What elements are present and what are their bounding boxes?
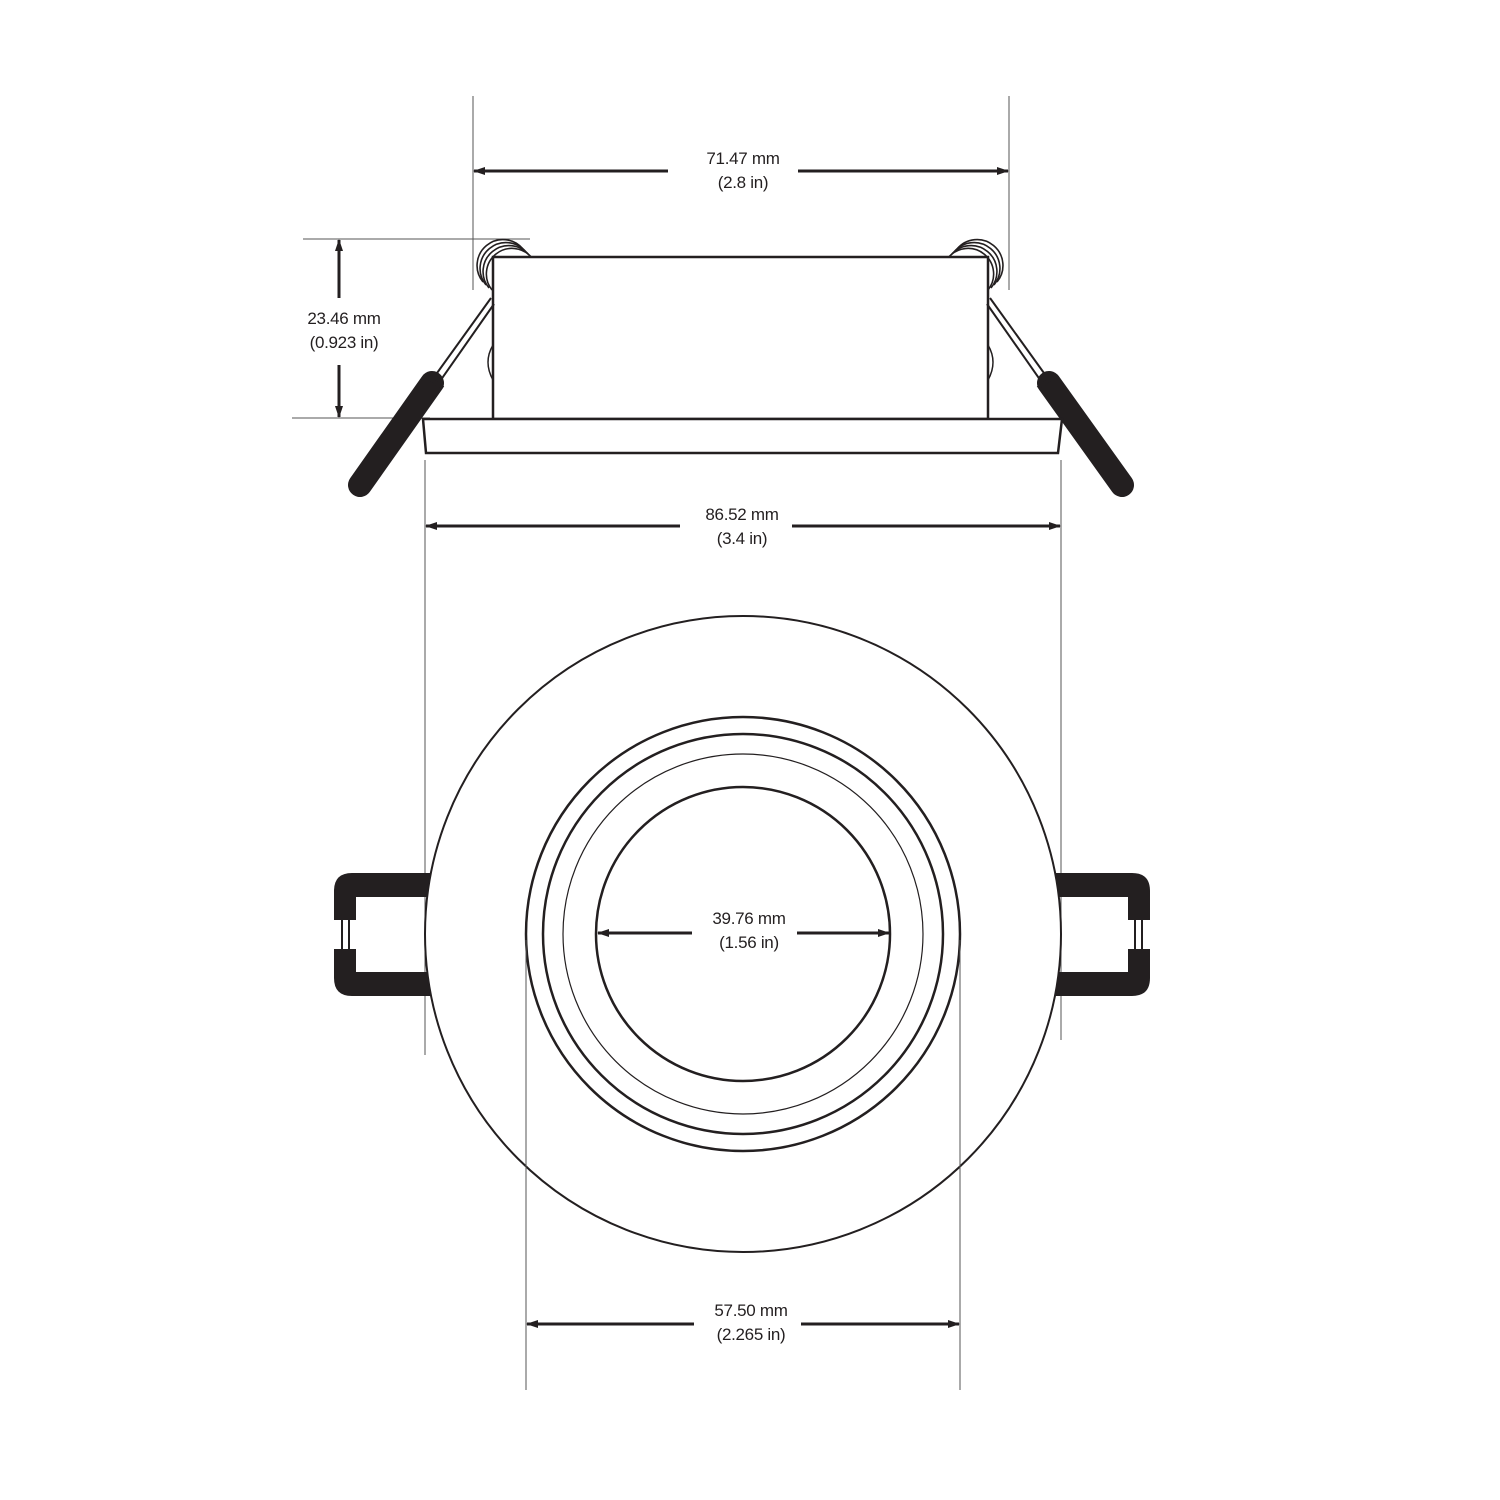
cutout-diameter-mm: 57.50 mm: [714, 1301, 788, 1320]
mounting-clip-right: [1054, 873, 1150, 996]
housing-bump-left: [487, 344, 494, 381]
trim-outer-circle: [424, 615, 1062, 1253]
aperture-circle: [594, 785, 892, 1083]
spring-arm-right: [986, 297, 1134, 497]
spring-arm-left: [348, 297, 495, 497]
trim-diameter-in: (3.4 in): [716, 529, 768, 548]
spring-coil-left: [476, 238, 533, 291]
housing-width-in: (2.8 in): [717, 173, 769, 192]
height-in: (0.923 in): [309, 333, 379, 352]
aperture-diameter-mm: 39.76 mm: [712, 909, 786, 928]
cutout-ring-inner: [541, 732, 945, 1136]
aperture-diameter-label: 39.76 mm (1.56 in): [688, 907, 810, 955]
mounting-clip-left: [334, 873, 432, 996]
housing-bump-right: [987, 344, 994, 381]
housing-width-mm: 71.47 mm: [706, 149, 780, 168]
side-view: [292, 96, 1134, 497]
trim-diameter-mm: 86.52 mm: [705, 505, 779, 524]
aperture-diameter-in: (1.56 in): [719, 933, 779, 952]
cutout-ring-outer: [524, 715, 962, 1153]
height-label: 23.46 mm (0.923 in): [288, 307, 400, 355]
height-mm: 23.46 mm: [307, 309, 381, 328]
housing-width-label: 71.47 mm (2.8 in): [684, 147, 802, 195]
housing-body: [491, 255, 990, 421]
top-view: [334, 615, 1150, 1390]
reflector-ring: [562, 753, 924, 1115]
cutout-diameter-label: 57.50 mm (2.265 in): [690, 1299, 812, 1347]
cutout-diameter-in: (2.265 in): [716, 1325, 786, 1344]
spring-coil-right: [947, 238, 1004, 291]
trim-flange: [421, 417, 1064, 455]
trim-diameter-label: 86.52 mm (3.4 in): [680, 503, 804, 551]
